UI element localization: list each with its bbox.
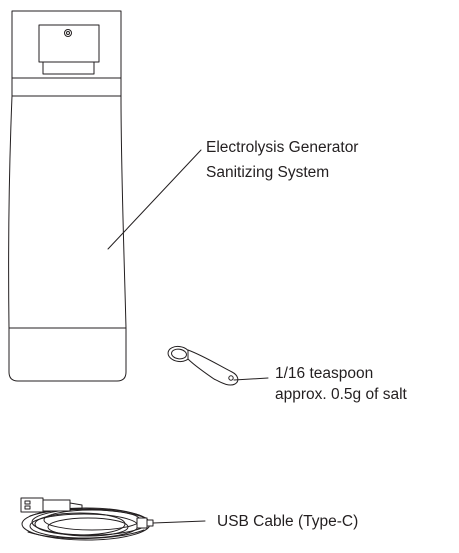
generator-label-line2: Sanitizing System (206, 164, 329, 181)
cable-leader-line (152, 520, 206, 524)
cable-label: USB Cable (Type-C) (217, 513, 358, 530)
teaspoon-leader-line (233, 377, 269, 381)
measuring-spoon-icon (167, 345, 239, 386)
generator-label-line1: Electrolysis Generator (206, 139, 358, 156)
teaspoon-label-line1: 1/16 teaspoon (275, 365, 373, 382)
usb-cable-icon (20, 497, 154, 541)
teaspoon-label-line2: approx. 0.5g of salt (275, 386, 408, 403)
generator-leader-line (107, 149, 202, 250)
spray-bottle-icon (8, 10, 127, 382)
